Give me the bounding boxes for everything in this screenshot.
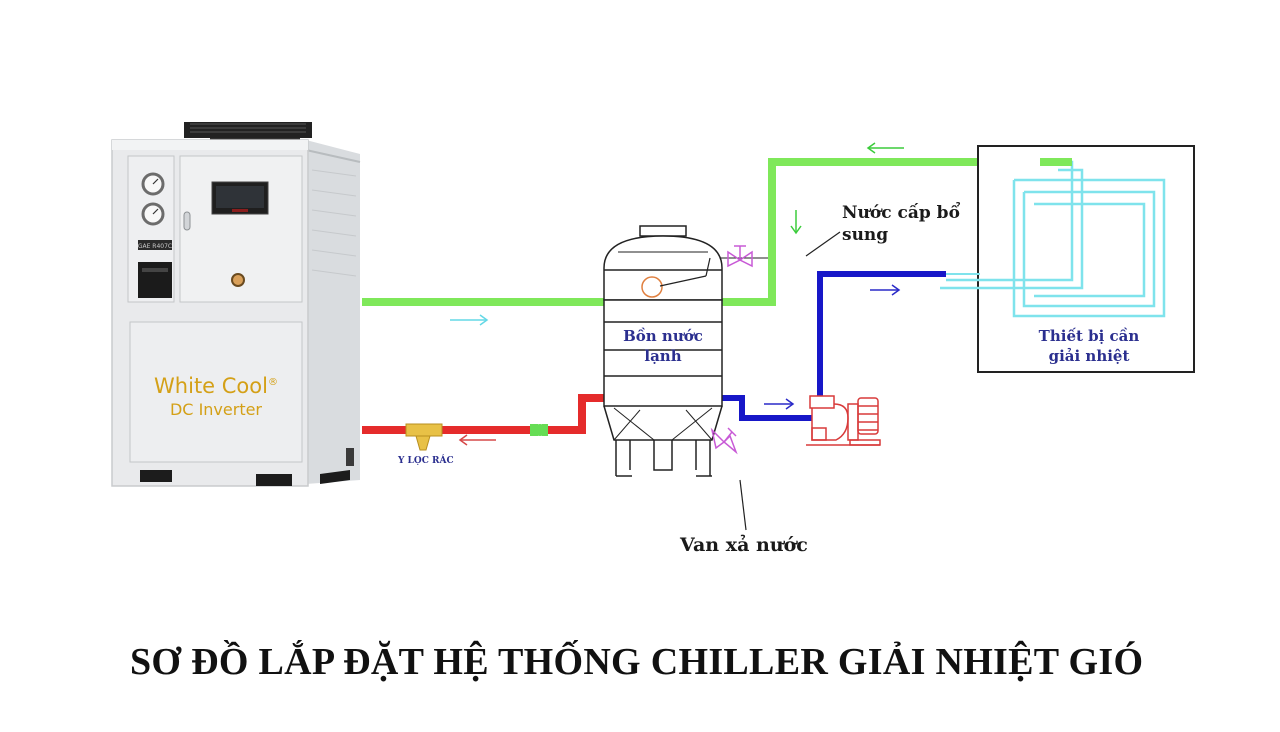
tank-label: Bồn nước lạnh [604, 326, 722, 366]
flow-arrow-right-icon [764, 398, 795, 410]
device-label: Thiết bị cần giải nhiệt [1014, 326, 1164, 366]
chiller-brand-subtitle: DC Inverter [169, 400, 263, 419]
drain-valve-label: Van xả nước [680, 534, 808, 556]
makeup-water-text: Nước cấp bổ sung [842, 203, 960, 245]
makeup-water-pointer [805, 231, 841, 257]
chiller-brand-name: White Cool® [130, 374, 302, 398]
y-strainer-icon [405, 423, 443, 451]
chiller-foot [256, 474, 292, 486]
heat-load-device [940, 145, 1195, 373]
flow-arrow-left-icon [866, 142, 904, 154]
sight-glass-icon [183, 211, 191, 231]
brand-line1: White Cool [154, 374, 268, 398]
model-plate [138, 240, 172, 250]
electrical-box [138, 262, 172, 298]
cooling-coil [940, 160, 1166, 318]
tank-label-line1: Bồn nước [623, 327, 703, 345]
diagram-title: SƠ ĐỒ LẮP ĐẶT HỆ THỐNG CHILLER GIẢI NHIỆ… [130, 641, 1144, 683]
chiller-foot [140, 470, 172, 482]
model-plate-text: GAE R407C [138, 243, 172, 250]
water-pump-icon [806, 395, 881, 446]
pump-suction-pipe [716, 395, 812, 421]
makeup-water-valve-icon [727, 245, 753, 268]
pipe-union-icon [530, 424, 548, 436]
chiller-fan [184, 122, 312, 142]
chiller-unit: GAE R407C [111, 122, 361, 487]
flow-arrow-left-icon [458, 434, 496, 446]
flow-arrow-right-icon [450, 314, 489, 326]
emergency-stop-icon [231, 273, 245, 287]
registered-mark: ® [267, 377, 278, 388]
device-label-line1: Thiết bị cần [1038, 327, 1140, 345]
strainer-label: Y LỌC RÁC [398, 456, 454, 466]
flow-arrow-right-icon [870, 284, 901, 296]
supply-pipe-tank-to-device [714, 158, 1040, 306]
tank-label-line2: lạnh [644, 347, 682, 365]
drain-valve-pointer [739, 479, 747, 531]
device-label-line2: giải nhiệt [1048, 347, 1130, 365]
makeup-water-label: Nước cấp bổ sung [842, 202, 962, 246]
drain-valve-icon [710, 427, 738, 455]
cold-water-tank [603, 225, 723, 477]
pump-discharge-pipe [817, 271, 946, 396]
return-pipe [362, 394, 604, 434]
flow-arrow-down-icon [790, 210, 802, 235]
chiller-side-panel [306, 140, 360, 484]
chiller-lower-panel [129, 321, 303, 463]
float-ball-icon [641, 276, 663, 298]
